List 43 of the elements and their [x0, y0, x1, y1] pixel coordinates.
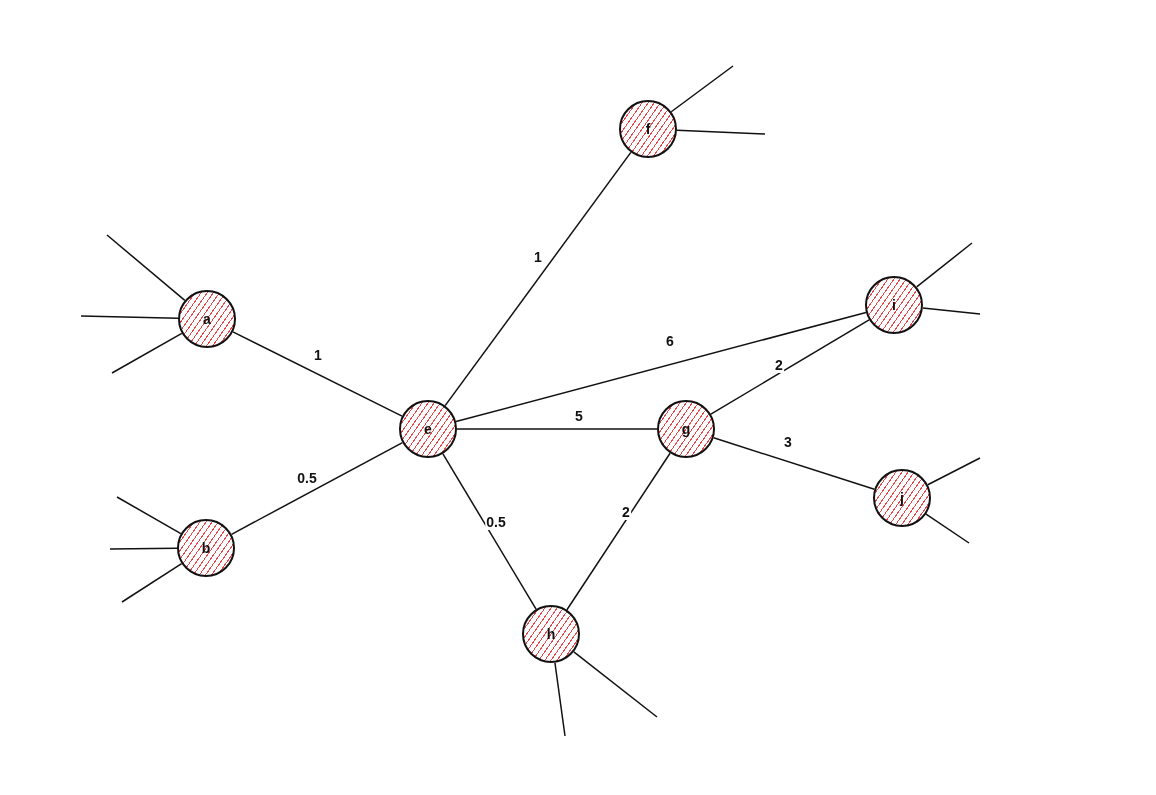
- stub-line: [676, 129, 766, 135]
- edge-label: 5: [574, 408, 584, 424]
- edge-label: 2: [774, 357, 784, 373]
- hatched-node-circle: [619, 100, 677, 158]
- hatched-node-circle: [178, 290, 236, 348]
- edge-line: [710, 319, 870, 415]
- edge-label: 2: [621, 504, 631, 520]
- stub-line: [922, 307, 981, 315]
- edge-line: [712, 437, 876, 490]
- edge-line: [444, 151, 632, 407]
- hatched-node-circle: [399, 400, 457, 458]
- stub-line: [111, 332, 183, 374]
- stub-line: [554, 662, 566, 737]
- node-label: f: [645, 121, 651, 137]
- hatched-node-circle: [865, 276, 923, 334]
- stub-line: [670, 65, 734, 113]
- edge-line: [455, 311, 867, 423]
- edge-label: 6: [665, 333, 675, 349]
- stub-line: [927, 457, 981, 486]
- edge-label: 0.5: [485, 514, 507, 530]
- stub-line: [925, 513, 970, 544]
- edge-line: [456, 428, 658, 430]
- stub-line: [573, 651, 658, 718]
- stub-line: [915, 242, 973, 288]
- node-label: j: [900, 490, 904, 506]
- node-label: i: [892, 297, 896, 313]
- edge-label: 3: [783, 434, 793, 450]
- stub-line: [109, 547, 178, 550]
- hatched-node-circle: [522, 605, 580, 663]
- edge-line: [232, 331, 403, 417]
- stub-line: [106, 234, 186, 302]
- edge-line: [566, 452, 671, 611]
- stub-line: [116, 496, 182, 535]
- hatched-node-circle: [177, 519, 235, 577]
- edge-label: 1: [533, 249, 543, 265]
- edge-label: 1: [313, 347, 323, 363]
- stub-line: [121, 562, 183, 603]
- stub-line: [80, 315, 179, 320]
- edge-line: [442, 453, 537, 610]
- hatched-node-circle: [873, 469, 931, 527]
- edge-label: 0.5: [296, 470, 318, 486]
- edge-line: [230, 441, 404, 536]
- hatched-node-circle: [657, 400, 715, 458]
